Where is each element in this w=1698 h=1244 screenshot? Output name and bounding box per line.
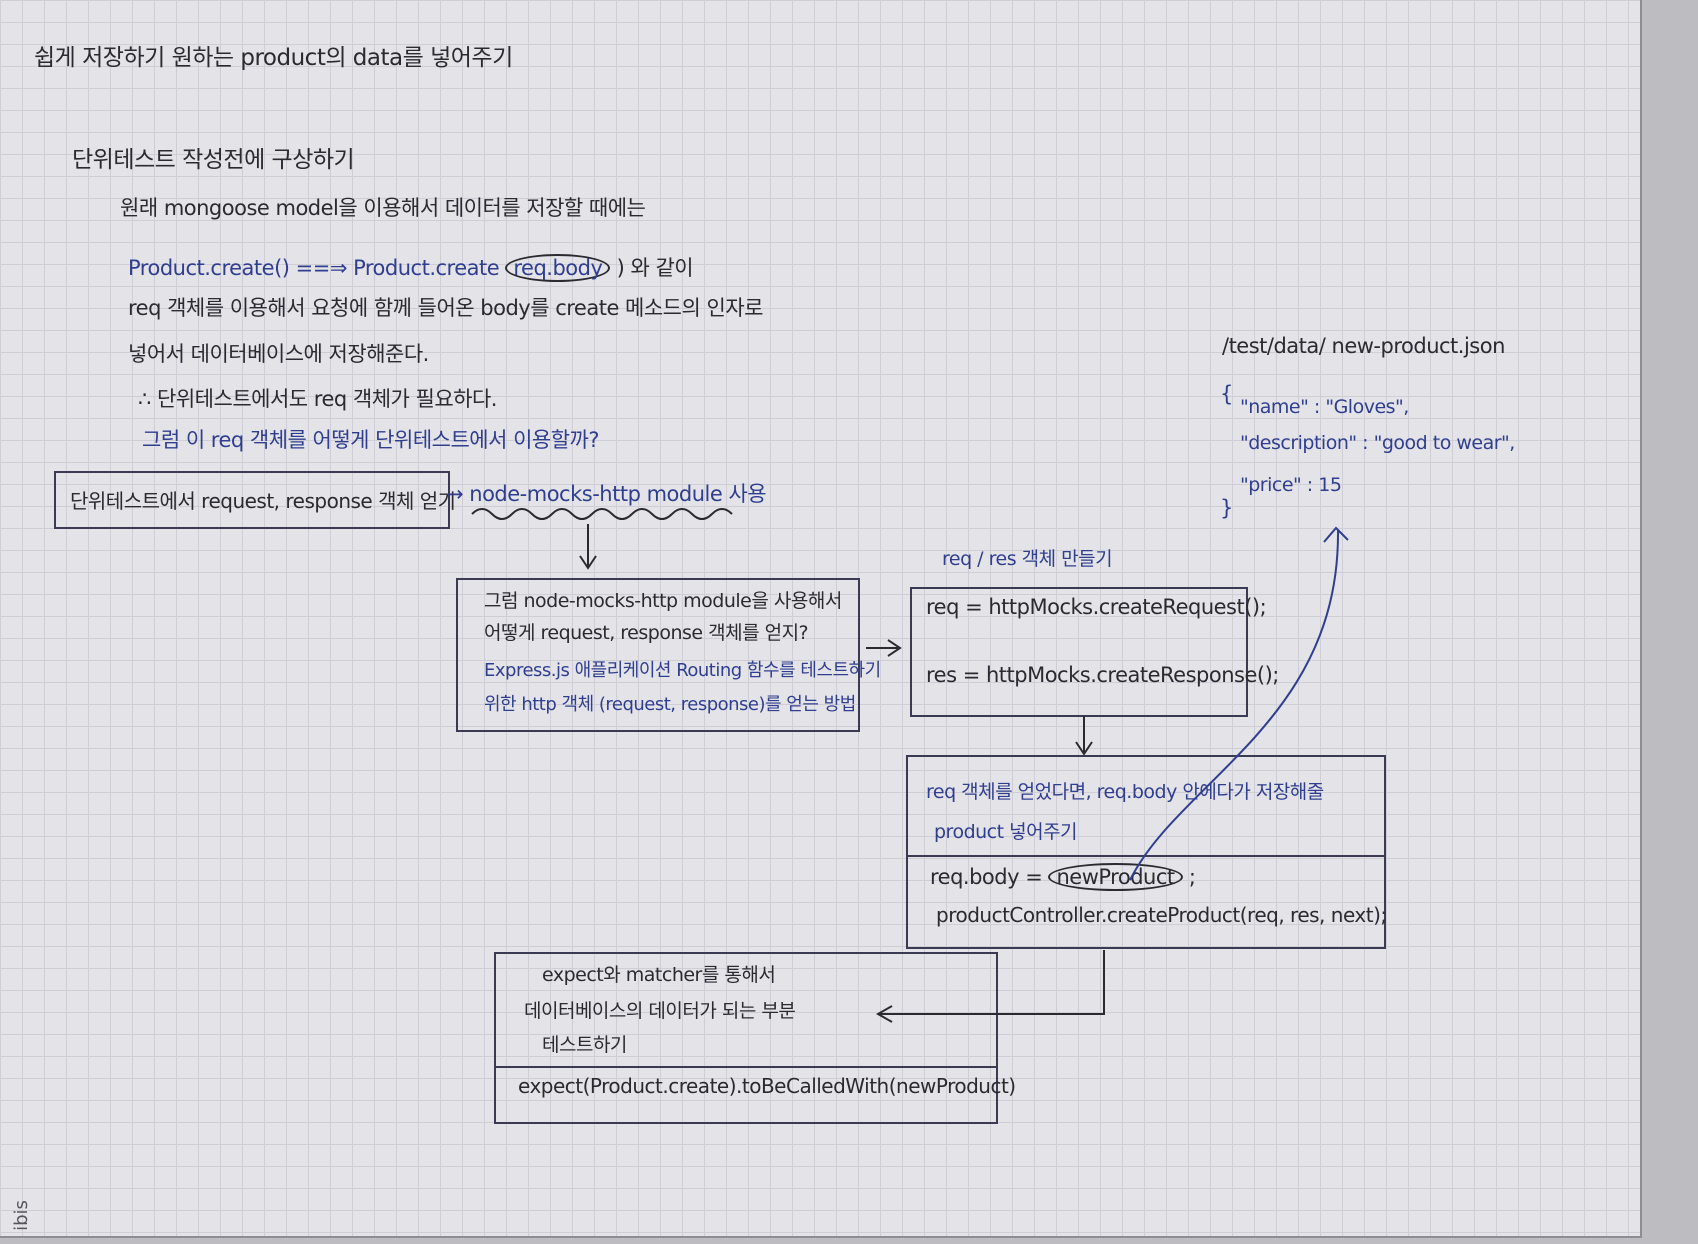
req-body-circled: req.body — [505, 254, 611, 282]
how-line-3: Express.js 애플리케이션 Routing 함수를 테스트하기 — [484, 660, 881, 681]
make-req-res-title: req / res 객체 만들기 — [942, 548, 1113, 570]
new-product-circled: newProduct — [1048, 863, 1183, 891]
req-body-code-2: productController.createProduct(req, res… — [936, 903, 1387, 927]
arrow-left-return — [875, 950, 1105, 1023]
json-line-price: "price" : 15 — [1240, 474, 1342, 496]
req-create-line: req = httpMocks.createRequest(); — [926, 595, 1267, 619]
arrow-down-1 — [579, 524, 597, 570]
question-line: 그럼 이 req 객체를 어떻게 단위테스트에서 이용할까? — [142, 428, 600, 452]
expect-divider — [496, 1066, 996, 1068]
make-req-res-box: req = httpMocks.createRequest(); res = h… — [910, 587, 1279, 717]
req-body-assign: req.body = — [930, 865, 1049, 889]
wavy-underline — [471, 508, 733, 520]
json-open-brace: { — [1220, 382, 1233, 406]
get-objects-box: 단위테스트에서 request, response 객체 얻기 — [54, 471, 456, 529]
arrow-right-1 — [866, 639, 902, 657]
section-heading: 단위테스트 작성전에 구상하기 — [72, 147, 355, 173]
page-title: 쉽게 저장하기 원하는 product의 data를 넣어주기 — [34, 45, 513, 71]
conclusion-line: ∴ 단위테스트에서도 req 객체가 필요하다. — [138, 387, 497, 411]
json-line-description: "description" : "good to wear", — [1240, 432, 1515, 454]
json-file-path: /test/data/ new-product.json — [1222, 334, 1505, 358]
expect-desc-2: 데이터베이스의 데이터가 되는 부분 — [524, 1000, 796, 1022]
req-body-code-1: req.body = newProduct ; — [930, 863, 1196, 891]
json-line-name: "name" : "Gloves", — [1240, 396, 1409, 418]
how-to-get-box: 그럼 node-mocks-http module을 사용해서 어떻게 requ… — [456, 578, 881, 732]
margin-brand-text: ibis — [10, 1200, 32, 1231]
explain-line-1: req 객체를 이용해서 요청에 함께 들어온 body를 create 메소드… — [128, 296, 763, 320]
req-body-divider — [908, 855, 1384, 857]
connector-lines — [471, 508, 1349, 1023]
expect-desc-3: 테스트하기 — [542, 1034, 627, 1056]
req-body-box: req 객체를 얻었다면, req.body 안에다가 저장해줄 product… — [906, 755, 1387, 949]
json-close-brace: } — [1220, 496, 1233, 520]
res-create-line: res = httpMocks.createResponse(); — [926, 663, 1279, 687]
how-line-4: 위한 http 객체 (request, response)를 얻는 방법 — [484, 694, 856, 715]
curve-arrow-to-json — [1129, 526, 1349, 881]
get-objects-label: 단위테스트에서 request, response 객체 얻기 — [70, 489, 456, 513]
create-line: Product.create() ==⇒ Product.create req.… — [128, 252, 694, 282]
req-body-semicolon: ; — [1188, 865, 1196, 889]
arrow-down-2 — [1075, 716, 1093, 756]
explain-line-2: 넣어서 데이터베이스에 저장해준다. — [128, 342, 429, 366]
how-line-1: 그럼 node-mocks-http module을 사용해서 — [484, 590, 842, 612]
notebook-page: 쉽게 저장하기 원하는 product의 data를 넣어주기 단위테스트 작성… — [0, 0, 1642, 1238]
create-line-right: ) 와 같이 — [616, 256, 694, 280]
how-line-2: 어떻게 request, response 객체를 얻지? — [484, 622, 809, 644]
req-body-desc-2: product 넣어주기 — [934, 821, 1078, 843]
intro-line: 원래 mongoose model을 이용해서 데이터를 저장할 때에는 — [120, 196, 646, 220]
module-use-label: → node-mocks-http module 사용 — [446, 482, 767, 506]
req-body-desc-1: req 객체를 얻었다면, req.body 안에다가 저장해줄 — [926, 781, 1324, 803]
expect-box: expect와 matcher를 통해서 데이터베이스의 데이터가 되는 부분 … — [494, 952, 1016, 1124]
create-line-left: Product.create() ==⇒ Product.create — [128, 256, 500, 280]
expect-desc-1: expect와 matcher를 통해서 — [542, 964, 776, 986]
expect-code: expect(Product.create).toBeCalledWith(ne… — [518, 1074, 1016, 1098]
